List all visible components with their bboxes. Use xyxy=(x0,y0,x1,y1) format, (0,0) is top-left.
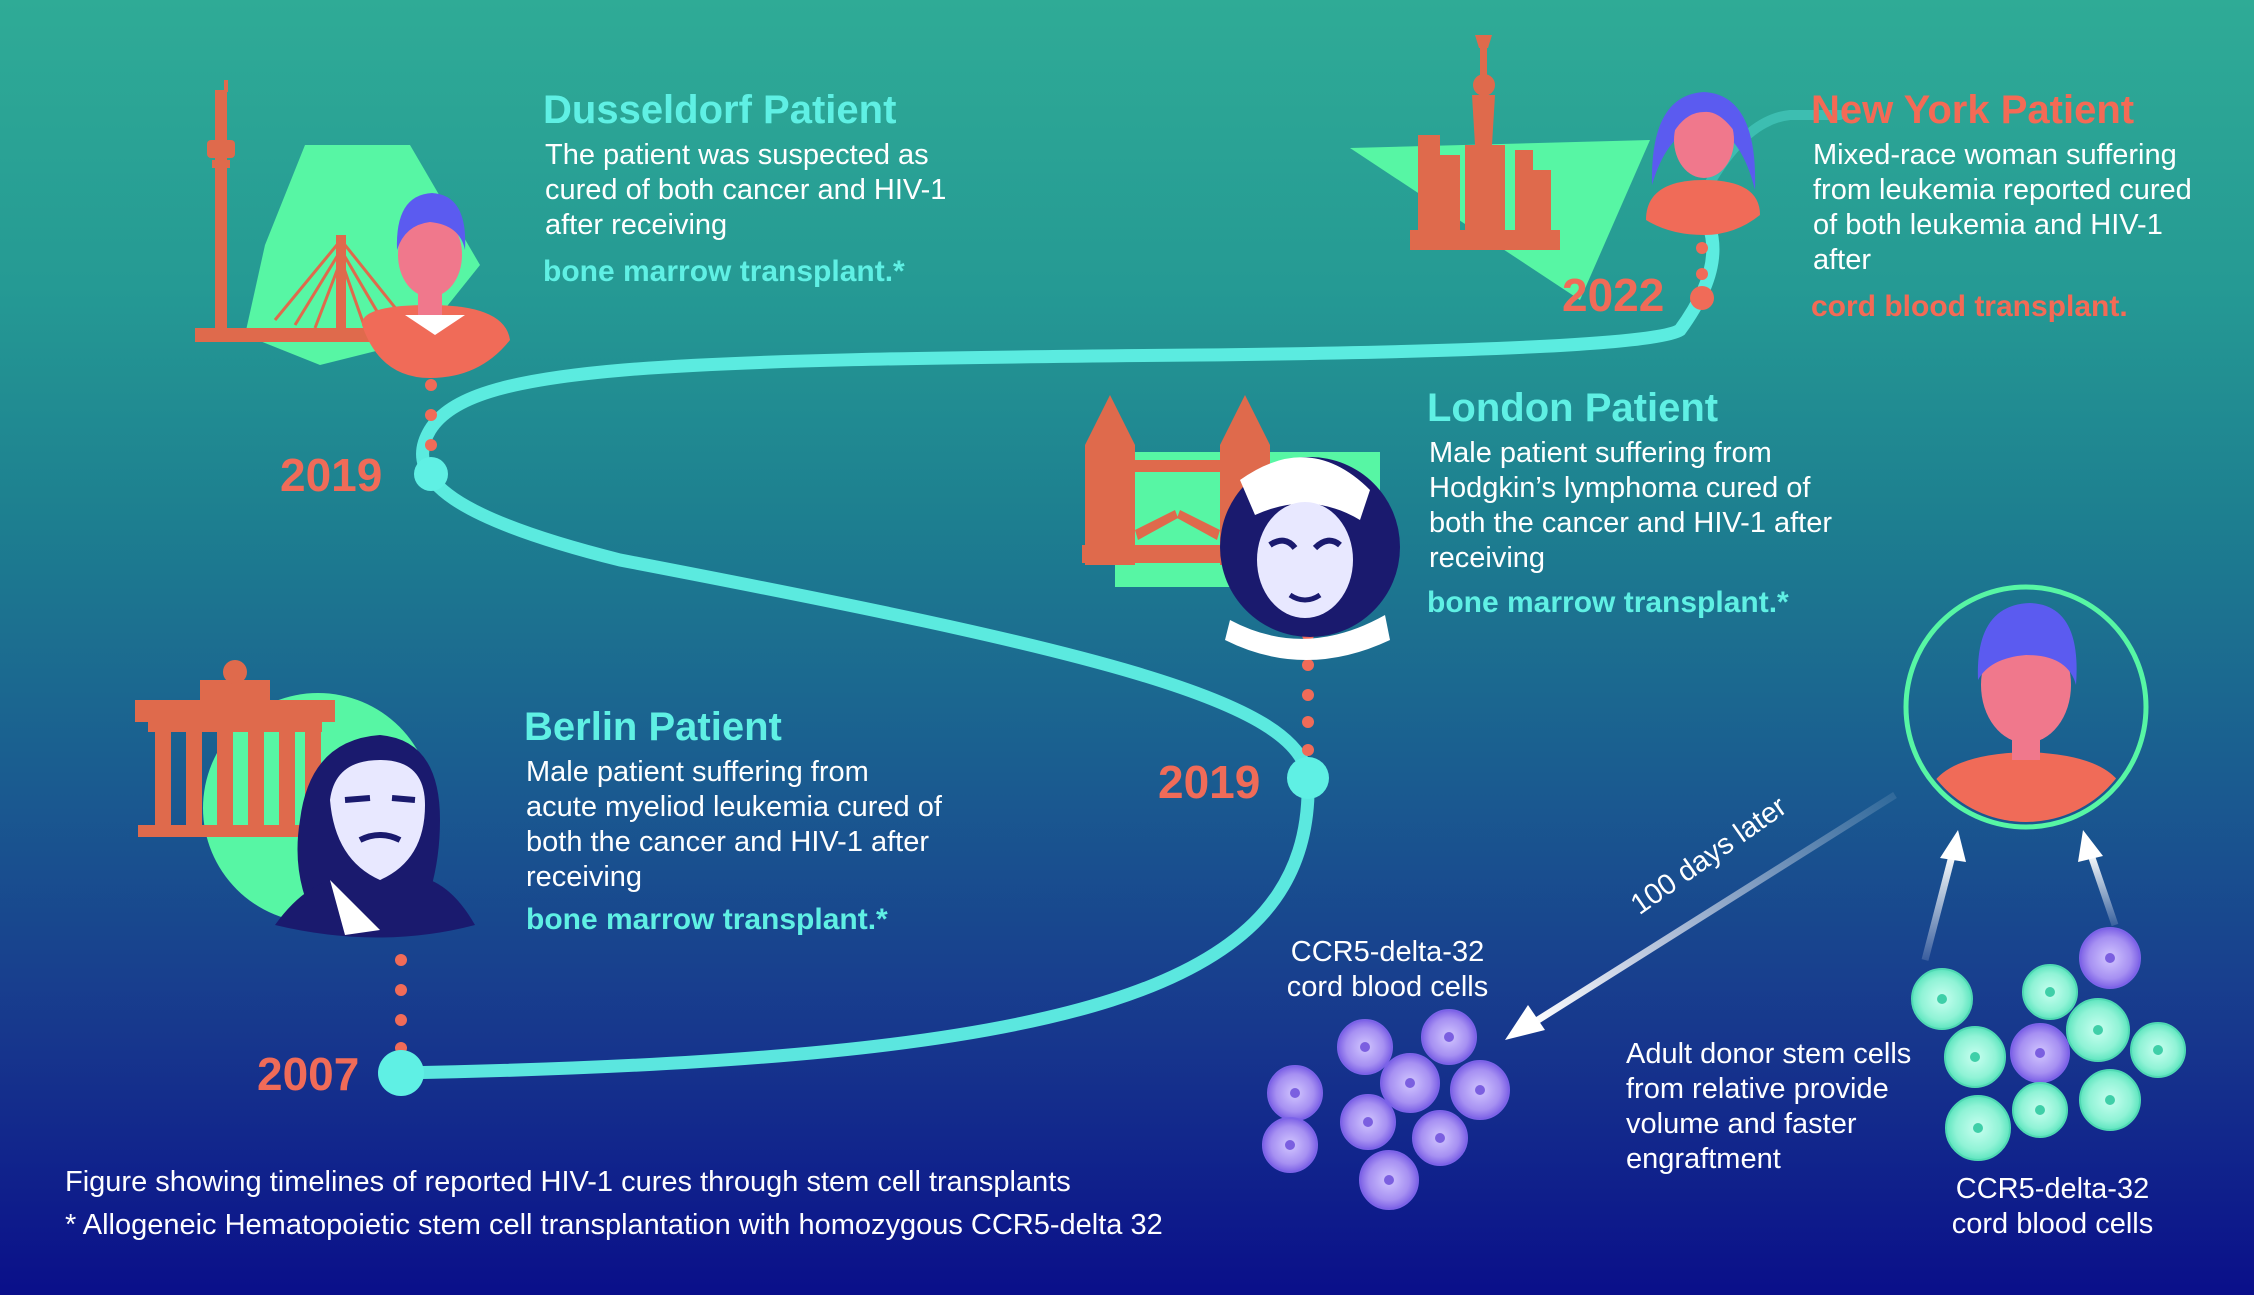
berlin-illustration xyxy=(135,660,475,938)
timeline-dot-new-york xyxy=(1690,286,1714,310)
right-cells-label: CCR5-delta-32 cord blood cells xyxy=(1951,1173,2154,1240)
timeline-path xyxy=(393,198,1720,1080)
avatar-new-york xyxy=(1646,180,1760,235)
right-cell-nuclei xyxy=(1937,953,2163,1133)
new-york-description: Mixed-race woman suffering from leukemia… xyxy=(1813,139,2192,276)
recipient-avatar xyxy=(1903,584,2149,830)
arrow-100-days xyxy=(1505,792,1897,1040)
donor-stem-cells-text: Adult donor stem cells from relative pro… xyxy=(1626,1038,1912,1175)
berlin-title: Berlin Patient xyxy=(524,705,782,749)
figure-caption: Figure showing timelines of reported HIV… xyxy=(65,1166,1071,1198)
london-description: Male patient suffering from Hodgkin’s ly… xyxy=(1429,437,1833,574)
berlin-year: 2007 xyxy=(257,1048,360,1100)
timeline-dot-berlin xyxy=(378,1050,424,1096)
arrow-up-left xyxy=(1921,830,1966,961)
london-year: 2019 xyxy=(1158,756,1261,808)
timeline-dot-london xyxy=(1287,757,1329,799)
dusseldorf-title: Dusseldorf Patient xyxy=(543,88,897,132)
london-highlight: bone marrow transplant.* xyxy=(1427,586,1789,619)
london-patient-portrait xyxy=(1220,457,1400,660)
dusseldorf-description: The patient was suspected as cured of bo… xyxy=(545,139,947,241)
berlin-highlight: bone marrow transplant.* xyxy=(526,903,888,936)
arrow-up-right xyxy=(2078,830,2119,927)
left-cells-label: CCR5-delta-32 cord blood cells xyxy=(1286,936,1489,1003)
new-york-year: 2022 xyxy=(1562,269,1665,321)
timeline-dot-dusseldorf xyxy=(414,457,448,491)
london-illustration xyxy=(1082,395,1400,660)
berlin-description: Male patient suffering from acute myelio… xyxy=(526,756,942,893)
dusseldorf-year: 2019 xyxy=(280,449,383,501)
dotted-connectors xyxy=(395,242,1708,1054)
london-title: London Patient xyxy=(1427,386,1719,430)
new-york-illustration xyxy=(1350,35,1760,300)
new-york-highlight: cord blood transplant. xyxy=(1811,290,2128,323)
dusseldorf-highlight: bone marrow transplant.* xyxy=(543,255,905,288)
footnote: * Allogeneic Hematopoietic stem cell tra… xyxy=(65,1209,1163,1241)
right-cell-cluster xyxy=(1911,927,2186,1161)
dusseldorf-illustration xyxy=(195,80,510,378)
berlin-patient-portrait xyxy=(275,735,475,938)
avatar-dusseldorf xyxy=(361,305,510,378)
new-york-title: New York Patient xyxy=(1811,88,2135,132)
left-cell-nuclei xyxy=(1285,1032,1485,1185)
